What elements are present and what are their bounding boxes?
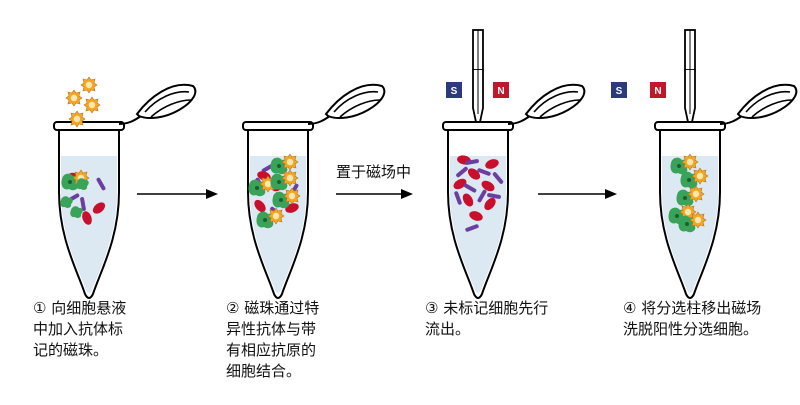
- caption-step-4: ④ 将分选柱移出磁场 洗脱阳性分选细胞。: [623, 298, 795, 340]
- falling-beads: [65, 76, 101, 128]
- magnet-step-3: S N: [446, 82, 509, 98]
- magnet-north-label: N: [654, 86, 661, 97]
- magnet-north: [493, 82, 509, 98]
- caption-line: 流出。: [425, 320, 471, 338]
- magnet-south: [611, 82, 627, 98]
- caption-line: 细胞结合。: [226, 362, 302, 380]
- magnet-north: [650, 82, 666, 98]
- caption-line: ② 磁珠通过特: [226, 299, 320, 317]
- caption-line: 异性抗体与带: [226, 320, 317, 338]
- caption-line: 中加入抗体标: [33, 320, 124, 338]
- magnetic-field-label: 置于磁场中: [336, 163, 412, 181]
- column-step-3: [472, 29, 484, 137]
- caption-step-1: ① 向细胞悬液 中加入抗体标 记的磁珠。: [33, 298, 183, 361]
- tube-step-1: [53, 83, 197, 299]
- arrow-1: [137, 189, 218, 199]
- caption-line: 有相应抗原的: [226, 341, 317, 359]
- magnet-south-label: S: [451, 86, 458, 97]
- caption-line: ① 向细胞悬液: [33, 299, 127, 317]
- magnet-south: [446, 82, 462, 98]
- column-step-4: [684, 29, 696, 137]
- caption-line: ③ 未标记细胞先行: [425, 299, 549, 317]
- caption-line: 洗脱阳性分选细胞。: [623, 320, 759, 338]
- arrow-3: [538, 189, 617, 199]
- caption-step-3: ③ 未标记细胞先行 流出。: [425, 298, 595, 340]
- caption-line: ④ 将分选柱移出磁场: [623, 299, 762, 317]
- arrow-2: [336, 189, 413, 199]
- caption-line: 记的磁珠。: [33, 341, 109, 359]
- tube-step-4: [654, 83, 798, 299]
- magnet-south-label: S: [616, 86, 623, 97]
- magnet-step-4: S N: [611, 82, 666, 98]
- caption-step-2: ② 磁珠通过特 异性抗体与带 有相应抗原的 细胞结合。: [226, 298, 376, 382]
- tube-step-2: [242, 83, 386, 299]
- magnet-north-label: N: [497, 86, 504, 97]
- tube-step-3: [442, 83, 586, 299]
